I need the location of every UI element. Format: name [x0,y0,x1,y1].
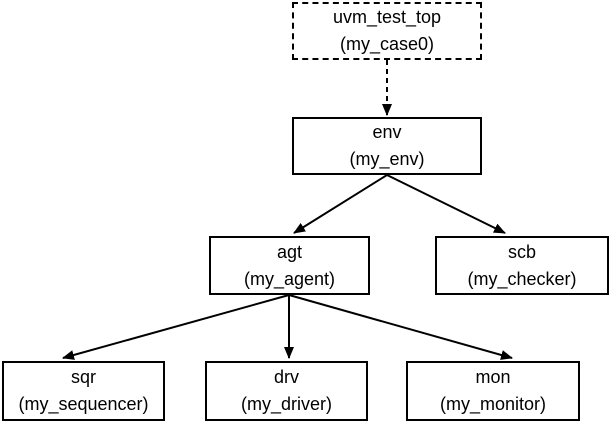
node-uvm-test-top: uvm_test_top (my_case0) [292,2,482,60]
node-scb-name: scb [507,241,536,262]
node-env: env (my_env) [292,117,482,175]
node-drv-name: drv [273,367,299,387]
node-uvm-test-top-type: (my_case0) [339,34,435,54]
node-mon-type: (my_monitor) [439,394,546,414]
node-drv-type: (my_driver) [240,394,332,414]
edge-env-to-agt [293,174,388,234]
node-sqr-name: sqr [70,367,96,387]
edge-agt-to-sqr [62,294,290,360]
node-scb: scb (my_checker) [435,236,609,295]
node-agt-type: (my_agent) [243,268,336,289]
node-drv: drv (my_driver) [205,361,368,421]
node-env-type: (my_env) [349,149,425,169]
node-mon-name: mon [475,367,511,387]
node-agt: agt (my_agent) [209,236,370,295]
node-uvm-test-top-name: uvm_test_top [332,7,442,27]
node-mon: mon (my_monitor) [406,361,580,421]
node-sqr-type: (my_sequencer) [18,394,149,414]
edge-agt-to-mon [288,294,513,360]
edge-env-to-scb [386,174,506,234]
node-agt-name: agt [276,241,303,262]
node-scb-type: (my_checker) [467,268,577,289]
node-sqr: sqr (my_sequencer) [2,361,165,421]
node-env-name: env [372,122,402,142]
